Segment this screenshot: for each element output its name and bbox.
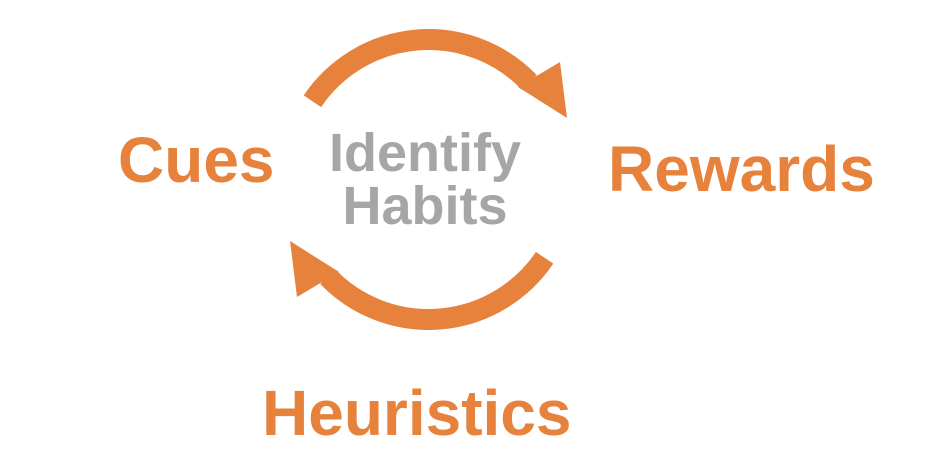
center-title-line2: Habits [342, 176, 508, 236]
cycle-arrow-top-icon [303, 29, 567, 118]
label-cues: Cues [118, 124, 275, 196]
arrowhead-right-icon [518, 62, 567, 118]
cycle-arrow-bottom-icon [290, 241, 554, 330]
label-rewards: Rewards [608, 133, 875, 205]
center-title: Identify Habits [328, 123, 522, 236]
cycle-arc-top [303, 29, 537, 108]
cycle-arc-bottom [320, 251, 554, 330]
center-title-line1: Identify [328, 123, 522, 183]
arrowhead-left-icon [290, 241, 339, 297]
label-heuristics: Heuristics [262, 377, 572, 449]
